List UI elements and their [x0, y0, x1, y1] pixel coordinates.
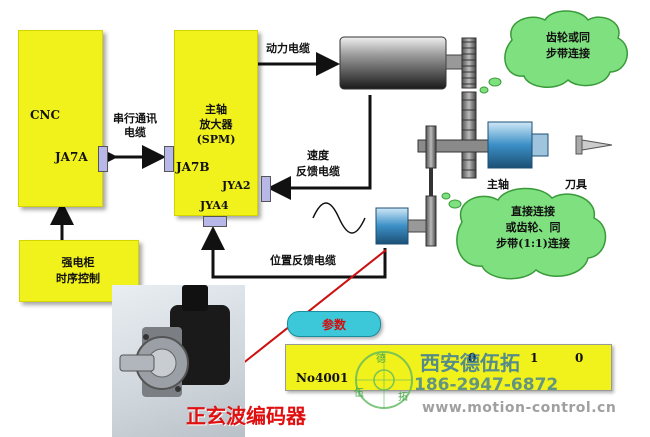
motor-shaft: [445, 54, 463, 70]
encoder-gear: [425, 195, 437, 247]
spm-port-jya2: [261, 176, 271, 202]
spindle-nose: [531, 133, 549, 157]
cloud-bottom: [456, 187, 607, 280]
watermark-seal-char-2: 伍: [354, 387, 364, 399]
spm-port-ja7b: [164, 146, 174, 172]
cnc-port-label: JA7A: [55, 150, 88, 164]
cnc-title: CNC: [30, 108, 61, 122]
spm-box: [174, 30, 258, 216]
spindle-body: [487, 121, 533, 169]
watermark-company: 西安德伍拓: [420, 351, 520, 375]
power-cable-label: 动力电缆: [266, 42, 310, 55]
watermark-phone: 186-2947-6872: [414, 375, 559, 395]
spindle-motor: [339, 36, 447, 90]
spm-port-jya4: [203, 216, 227, 227]
cnc-port-ja7a: [98, 146, 108, 172]
spm-port-jya4-label: JYA4: [200, 199, 229, 212]
position-feedback-line: [201, 226, 387, 279]
parameter-row-box: No4001 0 1 0: [285, 344, 612, 391]
spindle-gear: [461, 91, 477, 179]
position-feedback-label: 位置反馈电缆: [270, 254, 336, 267]
spindle-label: 主轴: [487, 178, 509, 191]
param-bit-7: 0: [575, 351, 584, 365]
tool-label: 刀具: [565, 178, 587, 191]
speed-feedback-label: 速度 反馈电缆: [296, 149, 340, 178]
motor-gear: [461, 37, 477, 89]
encoder-shaft: [407, 219, 427, 233]
tool-holder: [575, 135, 583, 155]
encoder-drive-gear: [425, 125, 437, 169]
spm-port-jya2-label: JYA2: [222, 179, 251, 192]
watermark-seal-char-1: 德: [376, 352, 386, 365]
parameter-number: No4001: [296, 371, 349, 385]
watermark-seal-char-3: 拓: [398, 391, 408, 403]
parameter-pill: 参数: [287, 311, 381, 337]
encoder-photo: [112, 285, 245, 437]
watermark-seal: 德 伍 拓: [354, 351, 413, 409]
encoder-body: [375, 207, 409, 245]
tool-bit: [581, 139, 613, 151]
encoder-photo-caption: 正玄波编码器: [186, 404, 306, 428]
sine-wave-symbol: [312, 202, 366, 234]
serial-cable-label: 串行通讯 电缆: [113, 112, 157, 139]
parameter-pill-label: 参数: [321, 318, 346, 332]
encoder-photo-drawing: [119, 285, 230, 397]
speed-feedback-line: [267, 95, 372, 200]
param-bit-5: 1: [530, 351, 539, 365]
cloud-bottom-text: 直接连接 或齿轮、同 步带(1:1)连接: [496, 205, 570, 250]
cloud-top: [504, 10, 628, 88]
param-bit-3: 0: [468, 351, 477, 365]
cloud-top-text: 齿轮或同 步带连接: [546, 31, 590, 60]
spm-port-ja7b-label: JA7B: [176, 160, 210, 174]
cabinet-label: 强电柜 时序控制: [56, 256, 100, 285]
watermark-url: www.motion-control.cn: [422, 400, 617, 416]
cnc-box: [18, 30, 103, 207]
spm-title: 主轴 放大器 (SPM): [196, 103, 236, 146]
